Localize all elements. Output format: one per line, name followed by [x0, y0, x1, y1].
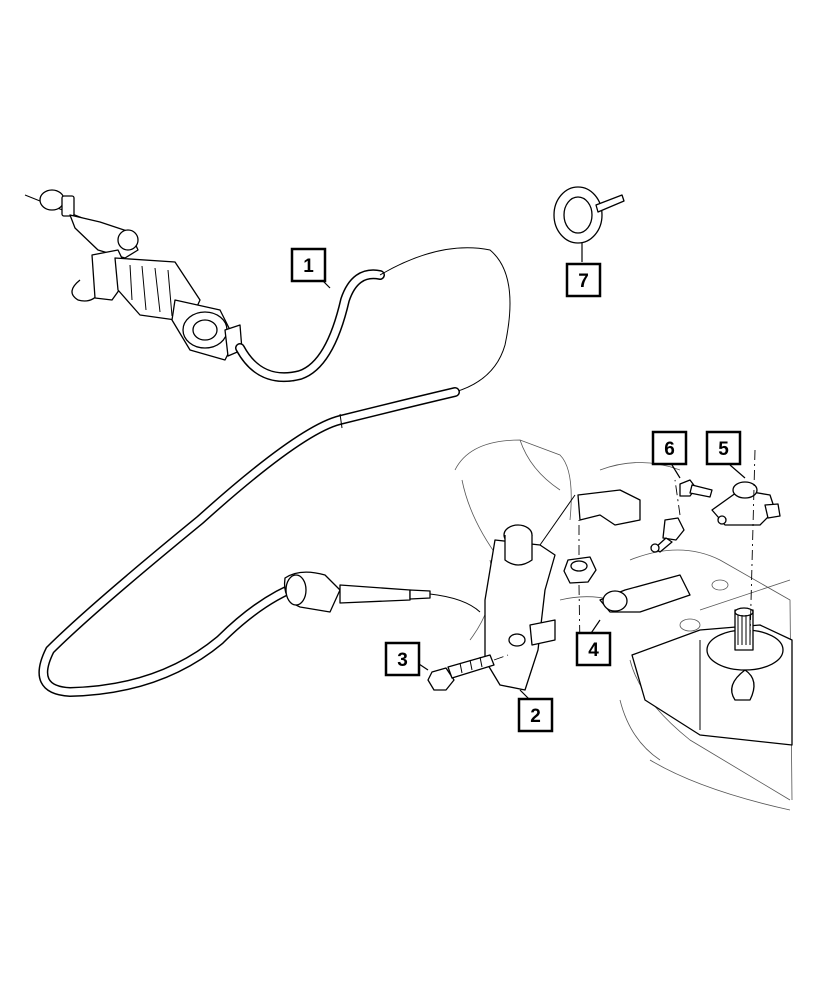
bolt-part-3 [412, 654, 509, 691]
grommet-part-7 [553, 186, 625, 262]
callout-label-4: 4 [588, 640, 599, 661]
clutch-cable-part-1 [24, 189, 511, 698]
callout-label-6: 6 [664, 439, 675, 460]
clevis-part-5 [711, 449, 781, 641]
callout-2: 2 [517, 697, 554, 733]
callout-6: 6 [651, 430, 688, 466]
release-lever [577, 489, 691, 613]
transmission-case [631, 607, 793, 746]
callout-label-1: 1 [303, 256, 314, 277]
callout-label-2: 2 [530, 706, 541, 727]
callout-7: 7 [565, 262, 602, 298]
callout-4: 4 [575, 631, 612, 667]
callout-label-3: 3 [397, 650, 408, 671]
callout-label-7: 7 [578, 271, 589, 292]
callout-3: 3 [384, 641, 421, 677]
bolt-part-6 [650, 464, 713, 553]
nut-part-4 [563, 520, 601, 651]
callout-5: 5 [705, 430, 742, 466]
callout-label-5: 5 [718, 439, 729, 460]
callout-1: 1 [290, 247, 327, 283]
bracket-part-2 [484, 494, 576, 701]
